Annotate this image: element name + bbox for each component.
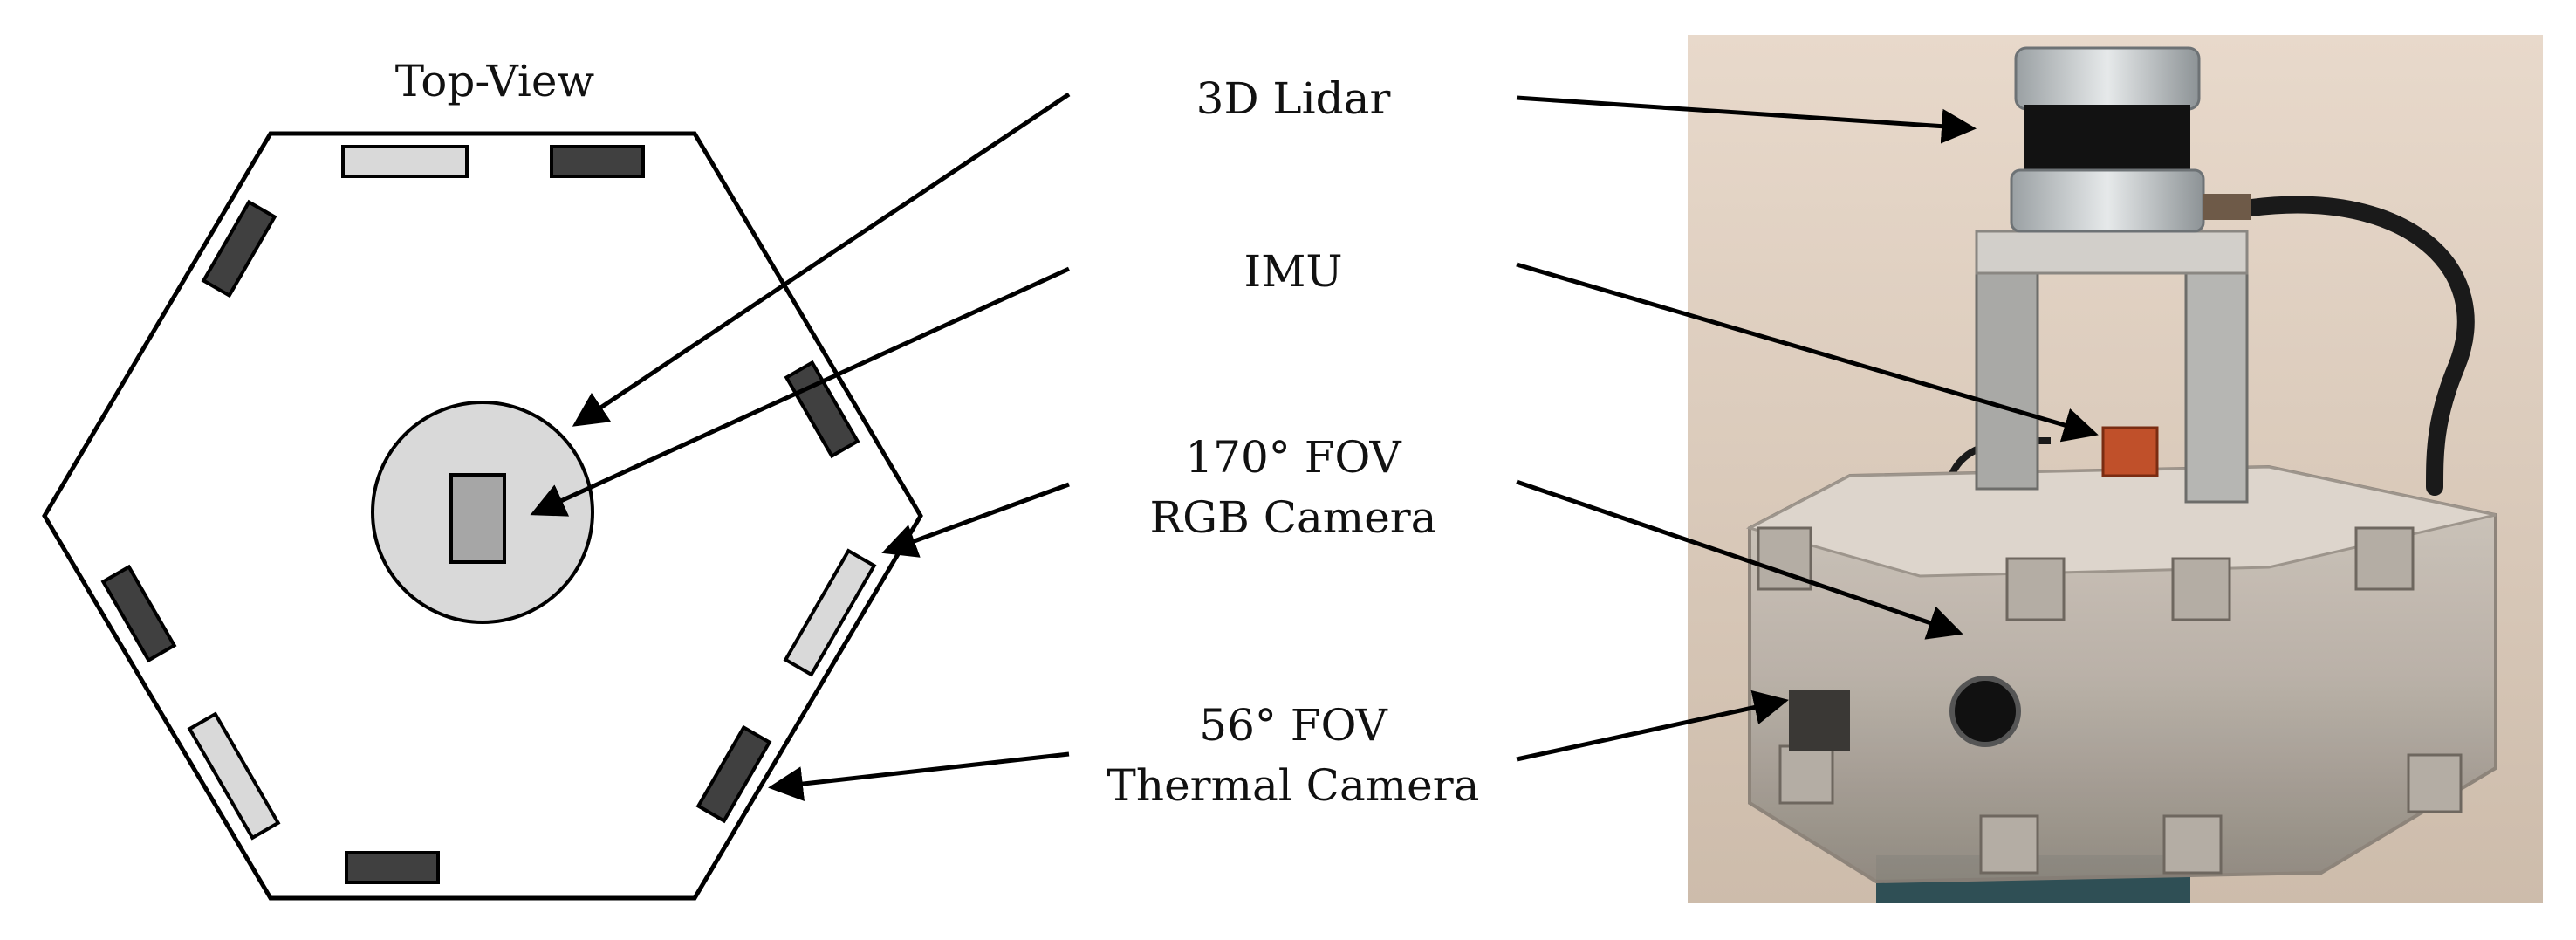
rgb-camera-lower-left	[187, 711, 281, 841]
label-rgb-line2: RGB Camera	[1149, 492, 1436, 543]
sensor-rig-photo	[1688, 35, 2543, 903]
rgb-camera-lens	[1949, 676, 2021, 747]
arrow-rgb-to-photo	[1516, 479, 1963, 640]
lidar-top-ring	[2014, 46, 2201, 111]
callout-arrows	[530, 92, 2099, 801]
label-thermal-line1: 56° FOV	[1199, 700, 1387, 751]
camera-footprints	[100, 145, 877, 884]
bracket	[2407, 753, 2463, 813]
rgb-camera-top	[341, 145, 469, 178]
pillar-left	[1975, 269, 2039, 491]
rgb-camera-right	[783, 548, 877, 677]
bracket	[2162, 814, 2223, 875]
bracket	[2005, 557, 2066, 621]
label-thermal-line2: Thermal Camera	[1107, 760, 1480, 811]
thermal-camera-upper-right	[784, 360, 860, 459]
arrow-lidar-to-disc	[572, 92, 1071, 427]
label-lidar: 3D Lidar	[1196, 73, 1391, 124]
arrow-imu-to-box	[530, 266, 1071, 517]
pillar-right	[2184, 260, 2249, 504]
arrow-imu-to-photo	[1516, 262, 2099, 443]
thermal-camera-left	[100, 564, 177, 663]
lidar-base-ring	[2010, 168, 2205, 233]
arrow-rgb-to-camera	[881, 482, 1070, 558]
bracket	[2354, 526, 2415, 591]
arrow-lidar-to-photo	[1516, 95, 1977, 144]
thermal-camera-top	[550, 145, 645, 178]
bracket	[1979, 814, 2039, 875]
thermal-camera-body	[1789, 690, 1850, 751]
camera-brackets	[1757, 526, 2463, 875]
top-view-title: Top-View	[395, 56, 595, 106]
bracket	[2171, 557, 2231, 621]
lidar-cable	[2243, 196, 2475, 496]
arrow-thermal-to-photo	[1516, 690, 1789, 762]
bracket	[1778, 744, 1834, 805]
thermal-camera-lower-right	[695, 724, 772, 824]
arrow-thermal-to-camera	[768, 751, 1070, 801]
imu-box	[2101, 426, 2159, 477]
imu-footprint	[449, 473, 506, 564]
bracket	[1757, 526, 1812, 591]
thermal-camera-bottom	[345, 851, 440, 884]
acrylic-top-plate	[1745, 465, 2497, 578]
lidar-window	[2024, 105, 2190, 175]
mount-plate	[1975, 230, 2249, 275]
lidar-connector	[2203, 194, 2251, 220]
thermal-camera-upper-left	[201, 199, 277, 298]
sensor-labels: 3D Lidar IMU 170° FOV RGB Camera 56° FOV…	[1107, 73, 1480, 811]
top-view-schematic: Top-View	[42, 56, 923, 901]
label-imu: IMU	[1243, 246, 1342, 297]
label-rgb-line1: 170° FOV	[1185, 432, 1401, 483]
